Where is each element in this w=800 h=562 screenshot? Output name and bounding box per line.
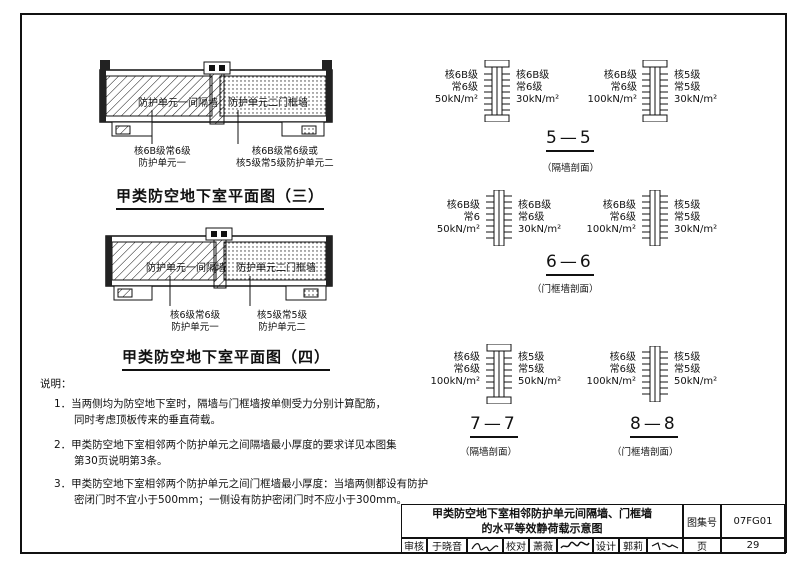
sheet-border-left <box>20 13 22 553</box>
section-7-pair-right: 核5级 常5级 50kN/m² <box>518 352 562 387</box>
design-label: 设计 <box>593 538 619 553</box>
atlas-label: 图集号 <box>683 504 721 538</box>
section-5-left-pair-left: 核6B级 常6级 50kN/m² <box>434 70 478 105</box>
plan-4-drawing <box>105 227 333 306</box>
section-8-wall <box>642 346 668 402</box>
section-5-caption: （隔墙剖面） <box>542 163 600 174</box>
title-block-title: 甲类防空地下室相邻防护单元间隔墙、门框墙 的水平等效静荷载示意图 <box>401 504 683 538</box>
notes-heading: 说明： <box>40 378 72 390</box>
review-name: 于晓音 <box>427 538 467 553</box>
plan-3-left-callout: 核6B级常6级 防护单元一 <box>134 146 191 169</box>
review-signature-mark <box>471 542 499 551</box>
plan-4-unit1-label: 防护单元一间隔墙 <box>146 263 226 274</box>
plan-3-right-callout: 核6B级常6级或 核5级常5级防护单元二 <box>236 146 334 169</box>
section-6-right-wall <box>642 190 668 246</box>
section-5-left-wall <box>484 60 510 122</box>
plan-4-title: 甲类防空地下室平面图（四） <box>122 346 331 371</box>
notes-item-3: 3．甲类防空地下室相邻两个防护单元之间门框墙最小厚度：当墙两侧都设有防护 密闭门… <box>54 478 429 506</box>
section-8-pair-right: 核5级 常5级 50kN/m² <box>674 352 718 387</box>
design-signature <box>647 538 683 553</box>
sheet-border-right <box>785 13 787 553</box>
check-signature-mark <box>560 540 590 548</box>
sheet-border-top <box>20 13 786 15</box>
section-8-title: 8—8 <box>630 414 678 438</box>
section-6-caption: （门框墙剖面） <box>532 284 599 295</box>
section-7-title: 7—7 <box>470 414 518 438</box>
plan-3-unit2-label: 防护单元二门框墙 <box>228 98 308 109</box>
review-signature <box>467 538 503 553</box>
section-7-pair-left: 核6级 常6级 100kN/m² <box>430 352 480 387</box>
section-6-right-pair-right: 核5级 常5级 30kN/m² <box>674 200 718 235</box>
notes-item-1: 1．当两侧均为防空地下室时，隔墙与门框墙按单侧受力分别计算配筋， 同时考虑顶板传… <box>54 398 387 426</box>
page-label: 页 <box>683 538 721 553</box>
section-5-right-wall <box>642 60 668 122</box>
plan-4-right-callout: 核5级常5级 防护单元二 <box>257 310 308 333</box>
section-6-left-wall <box>486 190 512 246</box>
plan-4-unit2-label: 防护单元二门框墙 <box>236 263 316 274</box>
section-6-title: 6—6 <box>546 252 594 276</box>
section-6-left-pair-right: 核6B级 常6级 30kN/m² <box>518 200 562 235</box>
plan-3-drawing <box>99 60 333 144</box>
atlas-number: 07FG01 <box>721 504 785 538</box>
plan-4-left-callout: 核6级常6级 防护单元一 <box>170 310 221 333</box>
section-8-caption: （门框墙剖面） <box>612 447 679 458</box>
review-label: 审核 <box>401 538 427 553</box>
check-name: 萧薇 <box>529 538 557 553</box>
design-signature-mark <box>651 541 679 550</box>
section-6-left-pair-left: 核6B级 常6 50kN/m² <box>436 200 480 235</box>
plan-3-unit1-label: 防护单元一间隔墙 <box>138 98 218 109</box>
section-5-right-pair-right: 核5级 常5级 30kN/m² <box>674 70 718 105</box>
check-signature <box>557 538 593 553</box>
section-5-title: 5—5 <box>546 128 594 152</box>
section-7-caption: （隔墙剖面） <box>460 447 518 458</box>
notes-item-2: 2．甲类防空地下室相邻两个防护单元之间隔墙最小厚度的要求详见本图集 第30页说明… <box>54 439 397 467</box>
sheet-border-bottom <box>20 552 786 554</box>
plan-3-title: 甲类防空地下室平面图（三） <box>116 185 325 210</box>
section-8-pair-left: 核6级 常6级 100kN/m² <box>586 352 636 387</box>
check-label: 校对 <box>503 538 529 553</box>
section-7-wall <box>486 344 512 404</box>
design-name: 郭莉 <box>619 538 647 553</box>
section-5-left-pair-right: 核6B级 常6级 30kN/m² <box>516 70 560 105</box>
page-number: 29 <box>721 538 785 553</box>
section-5-right-pair-left: 核6B级 常6级 100kN/m² <box>587 70 637 105</box>
section-6-right-pair-left: 核6B级 常6级 100kN/m² <box>586 200 636 235</box>
